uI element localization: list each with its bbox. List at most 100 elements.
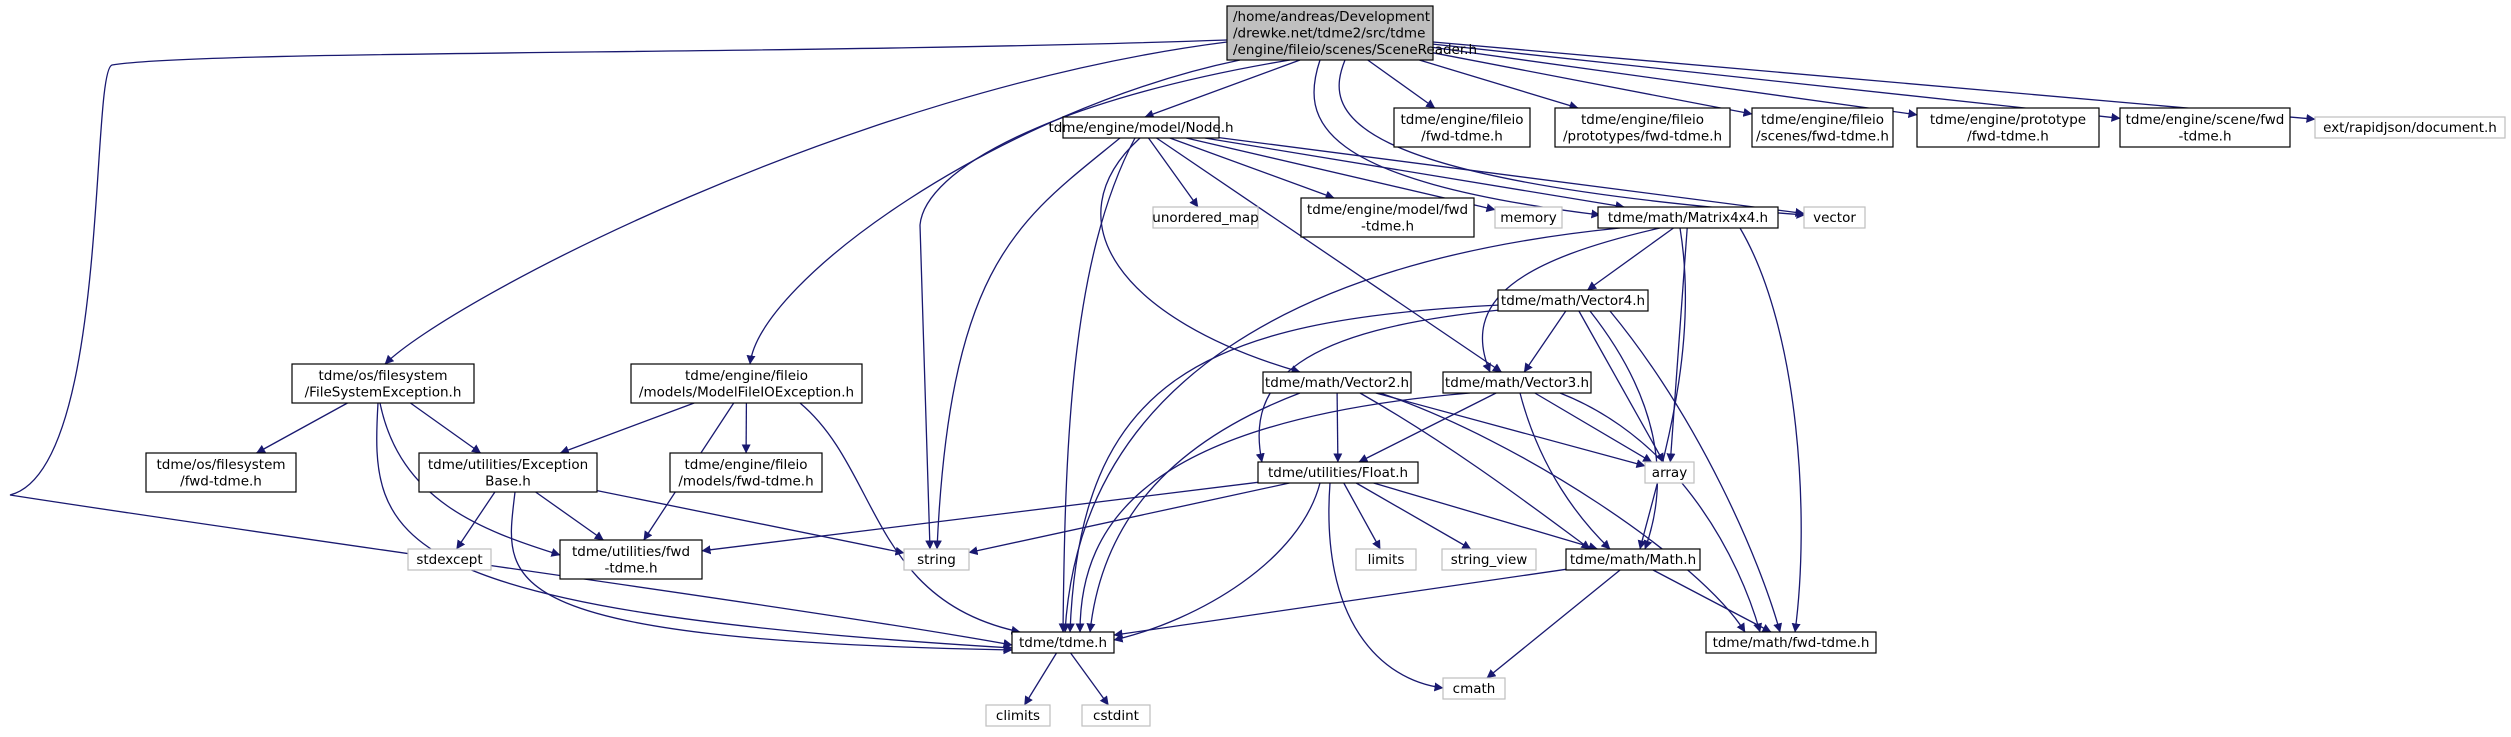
node-utilities_fwd[interactable]: tdme/utilities/fwd-tdme.h (559, 539, 703, 580)
node-box (985, 704, 1051, 727)
node-label-line: tdme/engine/model/fwd (1307, 202, 1468, 218)
node-scenereader[interactable]: /home/andreas/Development/drewke.net/tdm… (1226, 5, 1477, 61)
node-label-line: tdme/math/fwd-tdme.h (1713, 635, 1870, 651)
node-node_h[interactable]: tdme/engine/model/Node.h (1048, 116, 1234, 139)
edge-fsexception-to-utilities_fwd (379, 402, 561, 557)
edge-vector4-to-math_h (1589, 310, 1658, 550)
edge-vector2-to-math_h (1359, 392, 1591, 550)
edge-scenereader-to-matrix4x4 (1313, 59, 1601, 219)
node-box (1494, 206, 1563, 229)
edge-scenereader-to-fileio_fwd (1367, 59, 1436, 109)
node-math_h[interactable]: tdme/math/Math.h (1565, 548, 1701, 571)
edge-float_h-to-string (968, 482, 1290, 556)
node-vector2[interactable]: tdme/math/Vector2.h (1262, 371, 1412, 394)
node-memory: memory (1494, 206, 1563, 229)
edge-node_h-to-tdme_h (1058, 137, 1136, 633)
node-label-line: /models/fwd-tdme.h (678, 473, 813, 489)
node-label-line: array (1652, 465, 1687, 481)
edge-modelfileio-to-exceptionbase (559, 402, 695, 455)
node-scenes_fwd[interactable]: tdme/engine/fileio/scenes/fwd-tdme.h (1751, 107, 1894, 148)
node-fileio_fwd[interactable]: tdme/engine/fileio/fwd-tdme.h (1393, 107, 1531, 148)
node-unordered_map: unordered_map (1152, 206, 1259, 229)
node-box (1152, 206, 1259, 229)
edge-node_h-to-vector3 (1156, 137, 1502, 373)
node-label-line: tdme/engine/fileio (1761, 112, 1884, 128)
edge-scenereader-to-modelfileio (746, 59, 1241, 365)
node-label-line: tdme/math/Vector4.h (1501, 293, 1645, 309)
node-box (1062, 116, 1220, 139)
node-label-line: tdme/os/filesystem (156, 457, 285, 473)
node-label-line: /fwd-tdme.h (1421, 128, 1503, 144)
node-label-line: tdme/engine/fileio (1581, 112, 1704, 128)
edge-node_h-to-string (932, 137, 1121, 550)
edge-float_h-to-cmath (1328, 482, 1444, 692)
edge-scenereader-to-tdme_h (9, 39, 1228, 648)
node-label-line: limits (1368, 552, 1405, 568)
node-box (1916, 107, 2100, 148)
node-vector3[interactable]: tdme/math/Vector3.h (1442, 371, 1592, 394)
edge-float_h-to-string_view (1355, 482, 1472, 550)
node-label-line: memory (1500, 210, 1556, 226)
node-box (1226, 5, 1434, 61)
node-prototype_fwd[interactable]: tdme/engine/prototype/fwd-tdme.h (1916, 107, 2100, 148)
node-label-line: /scenes/fwd-tdme.h (1756, 128, 1889, 144)
node-box (1597, 206, 1779, 229)
node-box (418, 452, 598, 493)
node-climits: climits (985, 704, 1051, 727)
node-scene_fwd[interactable]: tdme/engine/scene/fwd-tdme.h (2119, 107, 2291, 148)
node-math_fwd[interactable]: tdme/math/fwd-tdme.h (1705, 631, 1877, 654)
edge-scenereader-to-string (919, 59, 1291, 550)
edge-node_h-to-vector (1218, 136, 1805, 217)
edge-vector4-to-float_h (1255, 309, 1501, 463)
node-models_fwd[interactable]: tdme/engine/fileio/models/fwd-tdme.h (669, 452, 823, 493)
node-model_fwd[interactable]: tdme/engine/model/fwd-tdme.h (1300, 197, 1475, 238)
edge-vector3-to-array (1534, 392, 1653, 463)
node-box (1705, 631, 1877, 654)
node-label-line: /home/andreas/Development (1233, 9, 1430, 25)
node-label-line: -tdme.h (604, 560, 657, 576)
node-rapidjson: ext/rapidjson/document.h (2314, 116, 2506, 139)
edge-vector3-to-tdme_h (1075, 392, 1471, 633)
edge-tdme_h-to-climits (1023, 652, 1058, 706)
edge-vector2-to-array (1375, 392, 1646, 469)
node-label-line: tdme/utilities/Exception (428, 457, 588, 473)
node-label-line: tdme/math/Matrix4x4.h (1608, 210, 1768, 226)
node-label-line: stdexcept (416, 552, 482, 568)
edge-math_h-to-cmath (1486, 569, 1621, 679)
node-fsexception[interactable]: tdme/os/filesystem/FileSystemException.h (291, 363, 475, 404)
edge-vector3-to-float_h (1358, 392, 1497, 463)
node-matrix4x4[interactable]: tdme/math/Matrix4x4.h (1597, 206, 1779, 229)
edge-exceptionbase-to-tdme_h (510, 491, 1013, 655)
node-prototypes_fwd[interactable]: tdme/engine/fileio/prototypes/fwd-tdme.h (1554, 107, 1731, 148)
edge-node_h-to-matrix4x4 (1204, 137, 1625, 211)
node-label-line: /drewke.net/tdme2/src/tdme (1233, 26, 1425, 42)
node-label-line: tdme/engine/fileio (684, 457, 807, 473)
edge-matrix4x4-to-tdme_h (1061, 227, 1621, 633)
node-os_fwd[interactable]: tdme/os/filesystem/fwd-tdme.h (145, 452, 297, 493)
edge-scenereader-to-vector (1338, 59, 1806, 219)
node-box (1442, 371, 1592, 394)
node-label-line: tdme/engine/fileio (1400, 112, 1523, 128)
edge-scenereader-to-prototype_fwd (1432, 46, 1918, 119)
edge-vector3-to-math_fwd (1559, 392, 1763, 633)
node-label-line: tdme/utilities/fwd (572, 544, 690, 560)
node-label-line: tdme/math/Vector2.h (1265, 375, 1409, 391)
node-modelfileio[interactable]: tdme/engine/fileio/models/ModelFileIOExc… (630, 363, 863, 404)
edge-float_h-to-utilities_fwd (701, 481, 1259, 555)
node-limits: limits (1355, 548, 1417, 571)
node-box (291, 363, 475, 404)
node-label-line: climits (996, 708, 1040, 724)
node-label-line: -tdme.h (2178, 128, 2231, 144)
node-label-line: cmath (1453, 681, 1496, 697)
node-vector4[interactable]: tdme/math/Vector4.h (1497, 289, 1649, 312)
node-float_h[interactable]: tdme/utilities/Float.h (1257, 461, 1419, 484)
node-label-line: tdme/utilities/Float.h (1268, 465, 1408, 481)
node-stdexcept: stdexcept (407, 548, 492, 571)
node-label-line: tdme/engine/scene/fwd (2126, 112, 2285, 128)
node-tdme_h[interactable]: tdme/tdme.h (1011, 631, 1115, 654)
node-box (1565, 548, 1701, 571)
edge-vector4-to-array (1578, 310, 1665, 463)
edge-fsexception-to-exceptionbase (410, 402, 481, 454)
node-label-line: unordered_map (1152, 210, 1258, 226)
